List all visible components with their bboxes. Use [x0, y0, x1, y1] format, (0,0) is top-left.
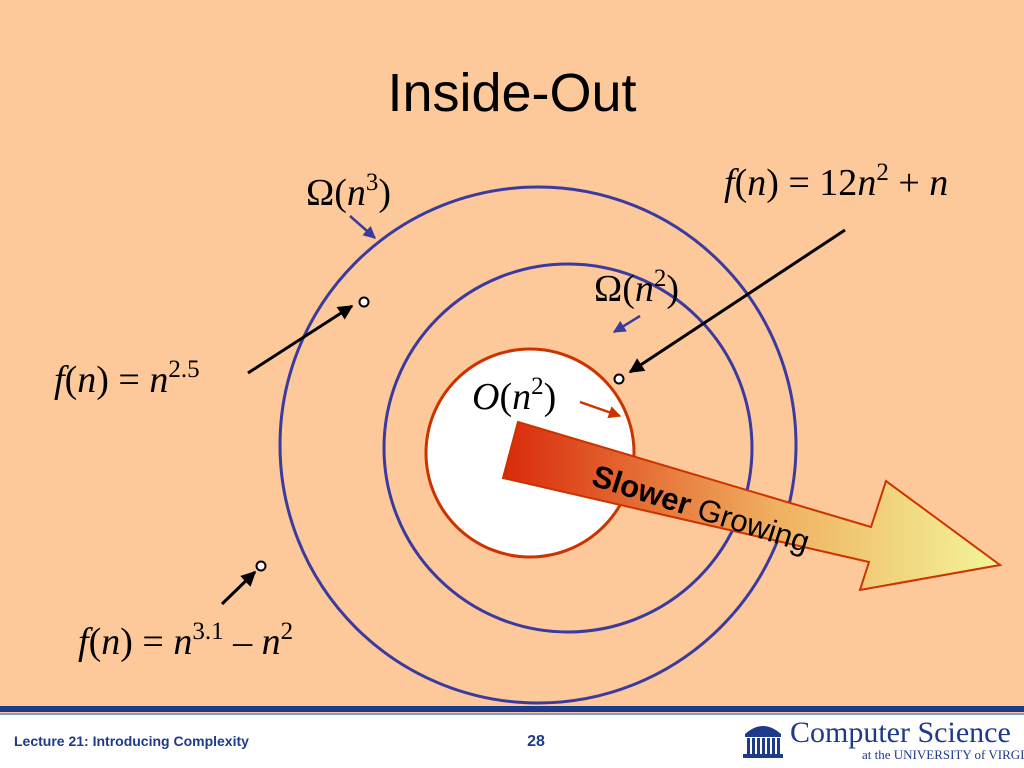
omega-n3-pointer	[349, 215, 376, 239]
f-12n2-label: f(n) = 12n2 + n	[724, 159, 949, 204]
logo-computer-science: Computer Science	[790, 716, 1011, 749]
footer	[0, 715, 1024, 768]
slower-growing-arrow	[501, 420, 1003, 592]
big-o-n2-pointer	[579, 400, 622, 419]
page-number: 28	[527, 733, 545, 750]
omega-n3-circle	[278, 185, 798, 705]
f-n25-label: f(n) = n2.5	[54, 356, 200, 401]
f-12n2-arrow	[628, 228, 846, 374]
big-o-n2-label: O(n2)	[472, 373, 557, 418]
omega-n2-circle	[382, 262, 754, 634]
omega-n3-label: Ω(n3)	[306, 169, 392, 214]
logo-university: at the UNIVERSITY of VIRGINIA	[862, 747, 1024, 762]
footer-divider	[0, 706, 1024, 712]
rotunda-logo-icon	[743, 726, 783, 758]
f-n25-arrow	[247, 304, 354, 375]
footer-lecture-title: Lecture 21: Introducing Complexity	[14, 733, 249, 749]
footer-divider-light	[0, 713, 1024, 715]
slide-title: Inside-Out	[387, 63, 637, 123]
point-n31	[255, 560, 267, 572]
point-12n2	[613, 373, 625, 385]
f-n31-arrow	[220, 570, 257, 606]
omega-n2-label: Ω(n2)	[594, 265, 680, 310]
f-n31-label: f(n) = n3.1 – n2	[78, 618, 294, 663]
point-n25	[358, 296, 370, 308]
omega-n2-pointer	[612, 314, 641, 334]
